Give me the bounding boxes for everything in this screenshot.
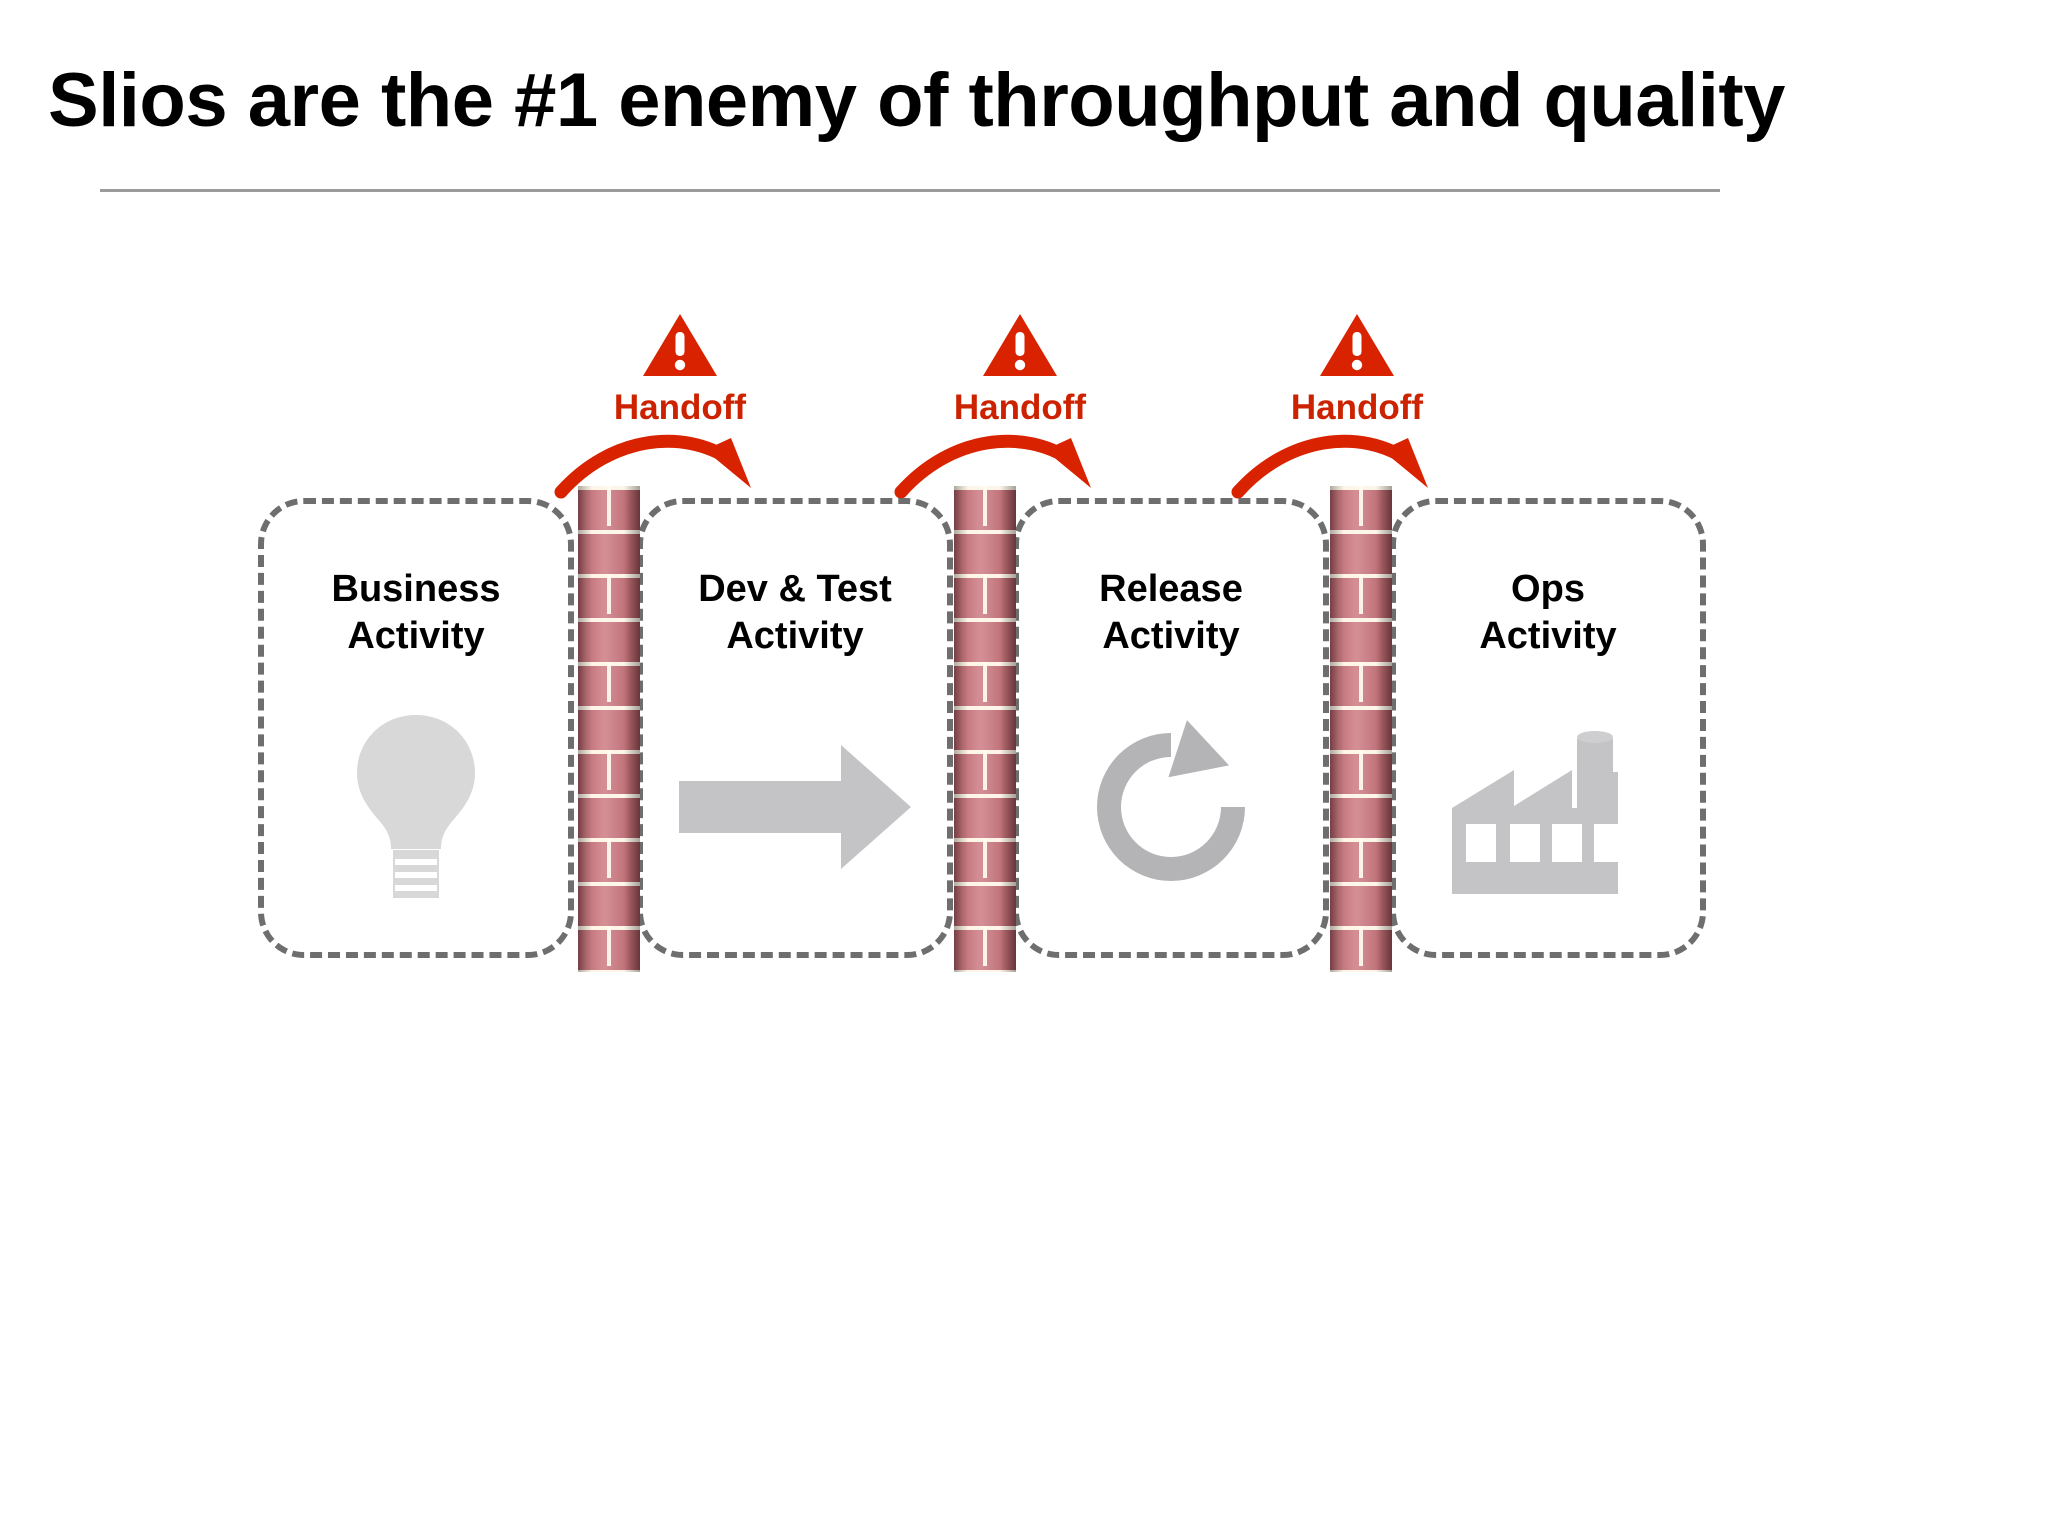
activity-panel-label: Ops Activity	[1396, 566, 1700, 660]
handoff-group-2: Handoff	[894, 312, 1145, 502]
activity-panel-label-line2: Activity	[726, 615, 864, 657]
lightbulb-icon	[301, 692, 531, 922]
activity-panel-business[interactable]: Business Activity	[258, 498, 574, 958]
page-title: Slios are the #1 enemy of throughput and…	[48, 58, 1785, 143]
activity-panel-label-line1: Ops	[1511, 568, 1585, 610]
handoff-group-1: Handoff	[554, 312, 805, 502]
activity-panel-label-line1: Release	[1099, 568, 1243, 610]
handoff-group-3: Handoff	[1231, 312, 1482, 502]
factory-icon	[1433, 692, 1663, 922]
curved-arrow-icon	[894, 430, 1145, 502]
warning-triangle-icon	[1318, 312, 1396, 378]
activity-panel-label-line2: Activity	[1479, 615, 1617, 657]
title-block: Slios are the #1 enemy of throughput and…	[48, 58, 2000, 144]
warning-triangle-icon	[981, 312, 1059, 378]
brick-wall-barrier	[1330, 486, 1392, 972]
activity-panel-label: Business Activity	[264, 566, 568, 660]
activity-panel-label: Dev & Test Activity	[643, 566, 947, 660]
brick-mortar-joints	[578, 486, 640, 972]
brick-wall-barrier	[954, 486, 1016, 972]
handoff-label: Handoff	[1290, 388, 1424, 427]
handoff-label: Handoff	[613, 388, 747, 427]
activity-panel-ops[interactable]: Ops Activity	[1390, 498, 1706, 958]
activity-panel-label-line2: Activity	[1102, 615, 1240, 657]
right-arrow-icon	[679, 692, 911, 922]
curved-arrow-icon	[1231, 430, 1482, 502]
activity-panel-label-line1: Business	[331, 568, 501, 610]
title-divider	[100, 189, 1720, 192]
brick-mortar-joints	[954, 486, 1016, 972]
handoff-label: Handoff	[953, 388, 1087, 427]
activity-panel-label-line2: Activity	[347, 615, 485, 657]
activity-panel-release[interactable]: Release Activity	[1013, 498, 1329, 958]
activity-panel-dev-test[interactable]: Dev & Test Activity	[637, 498, 953, 958]
warning-triangle-icon	[641, 312, 719, 378]
brick-wall-barrier	[578, 486, 640, 972]
brick-mortar-joints	[1330, 486, 1392, 972]
activity-panel-label: Release Activity	[1019, 566, 1323, 660]
curved-arrow-icon	[554, 430, 805, 502]
refresh-cycle-icon	[1056, 692, 1286, 922]
activity-panel-label-line1: Dev & Test	[698, 568, 892, 610]
